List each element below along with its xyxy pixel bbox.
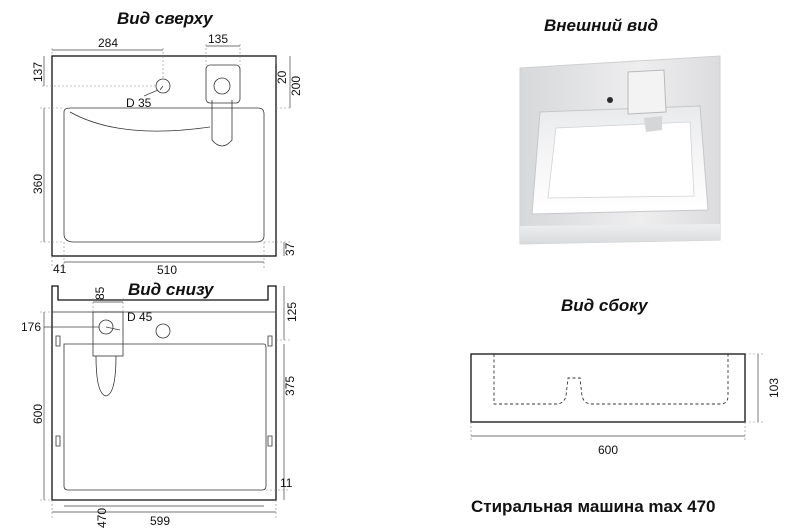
top-view-title: Вид сверху [117, 9, 213, 28]
dim-137: 137 [31, 62, 45, 82]
dim-135: 135 [208, 32, 228, 46]
dim-599: 599 [150, 514, 170, 528]
dim-125: 125 [285, 302, 299, 322]
dim-284: 284 [98, 36, 118, 50]
side-view-title: Вид сбоку [561, 296, 648, 315]
side-view-drawing [470, 353, 764, 442]
top-view-outline [51, 55, 277, 257]
dim-600-side: 600 [598, 443, 618, 457]
side-view-outline [470, 353, 746, 423]
bottom-view-title: Вид снизу [128, 280, 214, 299]
bottom-view-pipe [95, 355, 117, 397]
dim-85: 85 [93, 286, 107, 300]
bottom-view-bowl [63, 343, 267, 491]
dim-510: 510 [157, 263, 177, 277]
bottom-view-tap-hole [155, 323, 171, 339]
top-view-bowl [63, 107, 265, 243]
dim-200: 200 [289, 76, 303, 96]
top-view-curve [69, 111, 211, 132]
dim-37: 37 [283, 242, 297, 256]
top-hole-label: D 35 [126, 96, 152, 110]
dim-11: 11 [280, 476, 293, 490]
top-view-drawing [40, 44, 292, 268]
dim-360: 360 [31, 174, 45, 194]
dim-600-bottom: 600 [31, 404, 45, 424]
top-view-overflow-hole [213, 77, 231, 95]
top-view-spout [211, 100, 233, 147]
exterior-view-illustration [519, 55, 721, 245]
side-view-hidden-bowl [493, 354, 729, 405]
top-view-overflow-box [205, 64, 241, 104]
washing-machine-caption: Стиральная машина max 470 [471, 497, 716, 516]
exterior-view-title: Внешний вид [544, 16, 659, 35]
dim-20: 20 [275, 70, 289, 84]
dim-176: 176 [21, 320, 41, 334]
dim-375: 375 [283, 376, 297, 396]
bottom-hole-label: D 45 [127, 310, 153, 324]
dim-470: 470 [95, 508, 109, 528]
bottom-view-outline [51, 285, 277, 501]
dim-41: 41 [53, 262, 67, 276]
dim-103: 103 [767, 378, 781, 398]
bottom-view-drain-box [92, 311, 124, 357]
bottom-view-drawing [40, 285, 290, 518]
